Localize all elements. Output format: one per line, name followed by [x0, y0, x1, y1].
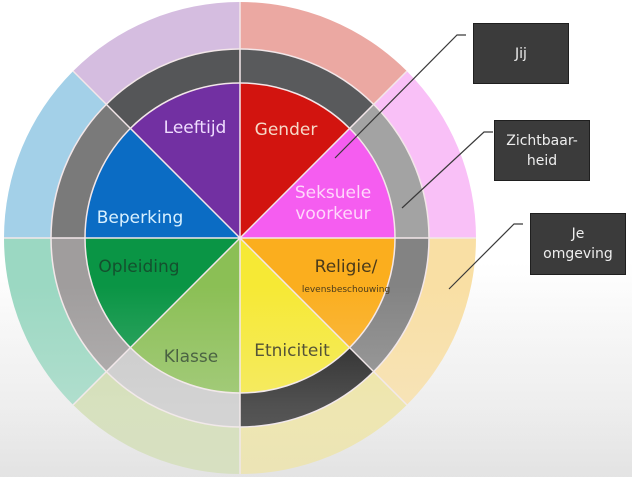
label-gender: Gender [255, 120, 318, 140]
connector-jij [334, 34, 466, 159]
connector-je-omgeving [448, 223, 523, 290]
segment-labels: GenderSeksuelevoorkeurReligie/levensbesc… [97, 118, 390, 367]
middle-segment-leeftijd [106, 49, 241, 129]
label-klasse: Klasse [164, 347, 218, 367]
inner-pie-identity [85, 83, 395, 393]
outer-segment-etniciteit [240, 371, 407, 474]
inner-segment-seksuele-voorkeur [240, 128, 395, 238]
segment-separators [4, 2, 476, 474]
outer-segment-opleiding [4, 238, 107, 405]
outer-segment-gender [240, 2, 407, 105]
middle-segment-religie [349, 238, 429, 372]
inner-segment-beperking [85, 128, 240, 238]
label-seksuele-voorkeur: voorkeur [295, 204, 370, 224]
inner-segment-etniciteit [240, 238, 350, 393]
label-beperking: Beperking [97, 208, 184, 228]
inner-ring-border [84, 82, 396, 394]
outer-ring-environment [4, 2, 476, 474]
callout-jij: Jij [473, 23, 569, 84]
middle-segment-etniciteit [240, 347, 374, 427]
middle-segment-beperking [51, 104, 131, 239]
callout-connector-lines [334, 34, 523, 290]
inner-segment-opleiding [85, 238, 240, 348]
label-religie: Religie/ [315, 257, 378, 277]
middle-segment-klasse [106, 347, 241, 427]
inner-segment-gender [240, 83, 350, 238]
middle-segment-seksuele-voorkeur [349, 104, 429, 239]
outer-segment-klasse [73, 371, 240, 474]
callout-zichtbaarheid: Zichtbaar- heid [494, 120, 590, 181]
outer-segment-religie [373, 238, 476, 405]
outer-segment-seksuele-voorkeur [373, 71, 476, 238]
middle-segment-opleiding [51, 238, 131, 372]
separator-line [239, 237, 408, 406]
sublabel-religie: levensbeschouwing [302, 285, 390, 295]
outer-segment-beperking [4, 71, 107, 238]
middle-segment-gender [240, 49, 374, 129]
connector-zichtbaarheid [401, 131, 493, 209]
label-leeftijd: Leeftijd [164, 118, 227, 138]
callout-je-omgeving: Je omgeving [530, 213, 626, 275]
outer-segment-leeftijd [73, 2, 240, 105]
label-opleiding: Opleiding [98, 257, 179, 277]
middle-ring-border [50, 48, 430, 428]
inner-segment-klasse [130, 238, 240, 393]
inner-segment-leeftijd [130, 83, 240, 238]
label-etniciteit: Etniciteit [254, 341, 330, 361]
separator-line [239, 70, 408, 239]
label-seksuele-voorkeur: Seksuele [295, 183, 371, 203]
middle-ring-visibility [51, 49, 429, 427]
separator-line [72, 237, 241, 406]
separator-line [72, 70, 241, 239]
inner-segment-religie [240, 238, 395, 348]
